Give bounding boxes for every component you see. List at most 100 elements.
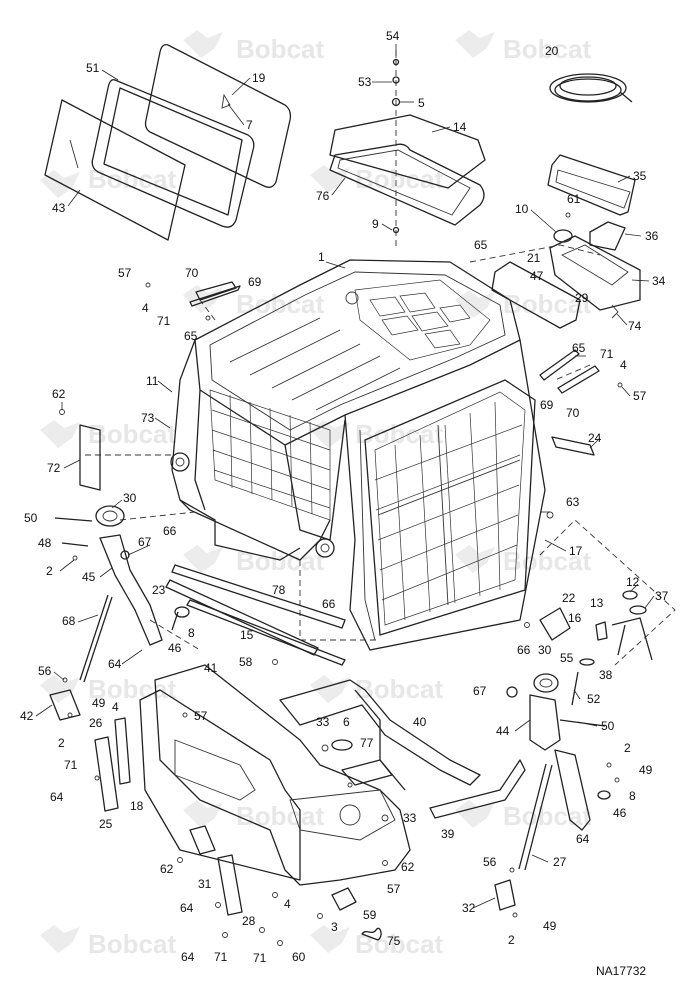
callout-71: 71 bbox=[157, 314, 171, 328]
callout-55: 55 bbox=[560, 651, 574, 665]
callout-37: 37 bbox=[655, 589, 669, 603]
callout-66: 66 bbox=[163, 524, 177, 538]
callout-65: 65 bbox=[474, 238, 488, 252]
roof-fastener-stack bbox=[391, 50, 401, 250]
callout-33: 33 bbox=[316, 715, 330, 729]
callout-14: 14 bbox=[453, 120, 467, 134]
watermark-text: Bobcat bbox=[503, 34, 591, 64]
watermark-text: Bobcat bbox=[88, 674, 176, 704]
callout-53: 53 bbox=[358, 75, 372, 89]
bobcat-logo-icon bbox=[310, 675, 350, 703]
callout-67: 67 bbox=[138, 535, 152, 549]
callout-50: 50 bbox=[24, 511, 38, 525]
callout-65: 65 bbox=[572, 341, 586, 355]
bobcat-logo-icon bbox=[310, 925, 350, 953]
callout-15: 15 bbox=[240, 628, 254, 642]
callout-23: 23 bbox=[152, 583, 166, 597]
callout-27: 27 bbox=[553, 855, 567, 869]
callout-8: 8 bbox=[188, 626, 195, 640]
callout-41: 41 bbox=[204, 661, 218, 675]
callout-17: 17 bbox=[569, 544, 583, 558]
callout-40: 40 bbox=[413, 715, 427, 729]
front-screen-mesh bbox=[374, 391, 526, 626]
cross-members bbox=[279, 679, 526, 822]
callout-64: 64 bbox=[50, 790, 64, 804]
watermark-text: Bobcat bbox=[236, 801, 324, 831]
bobcat-logo-icon bbox=[40, 675, 80, 703]
bobcat-logo-icon bbox=[183, 545, 223, 573]
callout-2: 2 bbox=[624, 741, 631, 755]
callout-2: 2 bbox=[508, 933, 515, 947]
callout-21: 21 bbox=[527, 251, 541, 265]
cab-frame bbox=[170, 259, 546, 651]
watermark-text: Bobcat bbox=[88, 929, 176, 959]
callout-9: 9 bbox=[372, 217, 379, 231]
callout-56: 56 bbox=[38, 664, 52, 678]
callout-64: 64 bbox=[180, 901, 194, 915]
watermark-text: Bobcat bbox=[355, 674, 443, 704]
callout-24: 24 bbox=[588, 431, 602, 445]
callout-64: 64 bbox=[108, 657, 122, 671]
callout-42: 42 bbox=[20, 709, 34, 723]
window-panel bbox=[144, 44, 292, 188]
callout-39: 39 bbox=[441, 827, 455, 841]
callout-30: 30 bbox=[538, 643, 552, 657]
callout-47: 47 bbox=[530, 269, 544, 283]
callout-2: 2 bbox=[46, 564, 53, 578]
callout-60: 60 bbox=[292, 950, 306, 964]
callout-4: 4 bbox=[620, 358, 627, 372]
callout-19: 19 bbox=[252, 71, 266, 85]
leader-lines bbox=[35, 44, 655, 909]
hinge-links bbox=[145, 281, 623, 456]
callout-64: 64 bbox=[576, 832, 590, 846]
callout-44: 44 bbox=[496, 724, 510, 738]
callout-54: 54 bbox=[386, 29, 400, 43]
watermark-text: Bobcat bbox=[88, 419, 176, 449]
watermark-text: Bobcat bbox=[88, 164, 176, 194]
callout-30: 30 bbox=[123, 491, 137, 505]
callout-78: 78 bbox=[272, 583, 286, 597]
callout-63: 63 bbox=[566, 495, 580, 509]
callout-76: 76 bbox=[316, 189, 330, 203]
bottom-hardware bbox=[317, 860, 388, 941]
callout-65: 65 bbox=[184, 329, 198, 343]
callout-68: 68 bbox=[62, 614, 76, 628]
callout-66: 66 bbox=[517, 643, 531, 657]
callout-62: 62 bbox=[52, 387, 66, 401]
callout-70: 70 bbox=[185, 266, 199, 280]
callout-4: 4 bbox=[142, 301, 149, 315]
callout-71: 71 bbox=[214, 950, 228, 964]
floor-pan bbox=[94, 664, 411, 946]
callout-10: 10 bbox=[515, 202, 529, 216]
callout-38: 38 bbox=[599, 668, 613, 682]
callout-62: 62 bbox=[160, 862, 174, 876]
callout-51: 51 bbox=[86, 61, 100, 75]
callout-57: 57 bbox=[387, 882, 401, 896]
callout-22: 22 bbox=[562, 591, 576, 605]
callout-11: 11 bbox=[146, 374, 159, 388]
bobcat-logo-icon bbox=[455, 545, 495, 573]
callout-69: 69 bbox=[248, 275, 262, 289]
callout-70: 70 bbox=[566, 406, 580, 420]
watermark-layer: Bobcat Bobcat Bobcat Bobcat Bobcat Bobca… bbox=[40, 30, 591, 959]
drawing-reference: NA17732 bbox=[596, 964, 646, 978]
callout-32: 32 bbox=[462, 901, 476, 915]
callout-46: 46 bbox=[613, 806, 627, 820]
callout-13: 13 bbox=[590, 596, 604, 610]
callout-35: 35 bbox=[633, 169, 647, 183]
callout-6: 6 bbox=[343, 715, 350, 729]
watermark-text: Bobcat bbox=[355, 929, 443, 959]
callout-labels: 54 53 5 14 76 9 65 1 51 19 7 43 20 35 61… bbox=[20, 29, 669, 965]
callout-72: 72 bbox=[47, 461, 61, 475]
side-screen-mesh bbox=[209, 389, 331, 521]
callout-25: 25 bbox=[99, 817, 113, 831]
callout-49: 49 bbox=[639, 763, 653, 777]
bobcat-logo-icon bbox=[183, 800, 223, 828]
bobcat-logo-icon bbox=[40, 420, 80, 448]
callout-31: 31 bbox=[198, 877, 212, 891]
callout-26: 26 bbox=[89, 716, 103, 730]
callout-49: 49 bbox=[92, 696, 106, 710]
callout-71: 71 bbox=[253, 951, 267, 965]
bobcat-logo-icon bbox=[455, 290, 495, 318]
